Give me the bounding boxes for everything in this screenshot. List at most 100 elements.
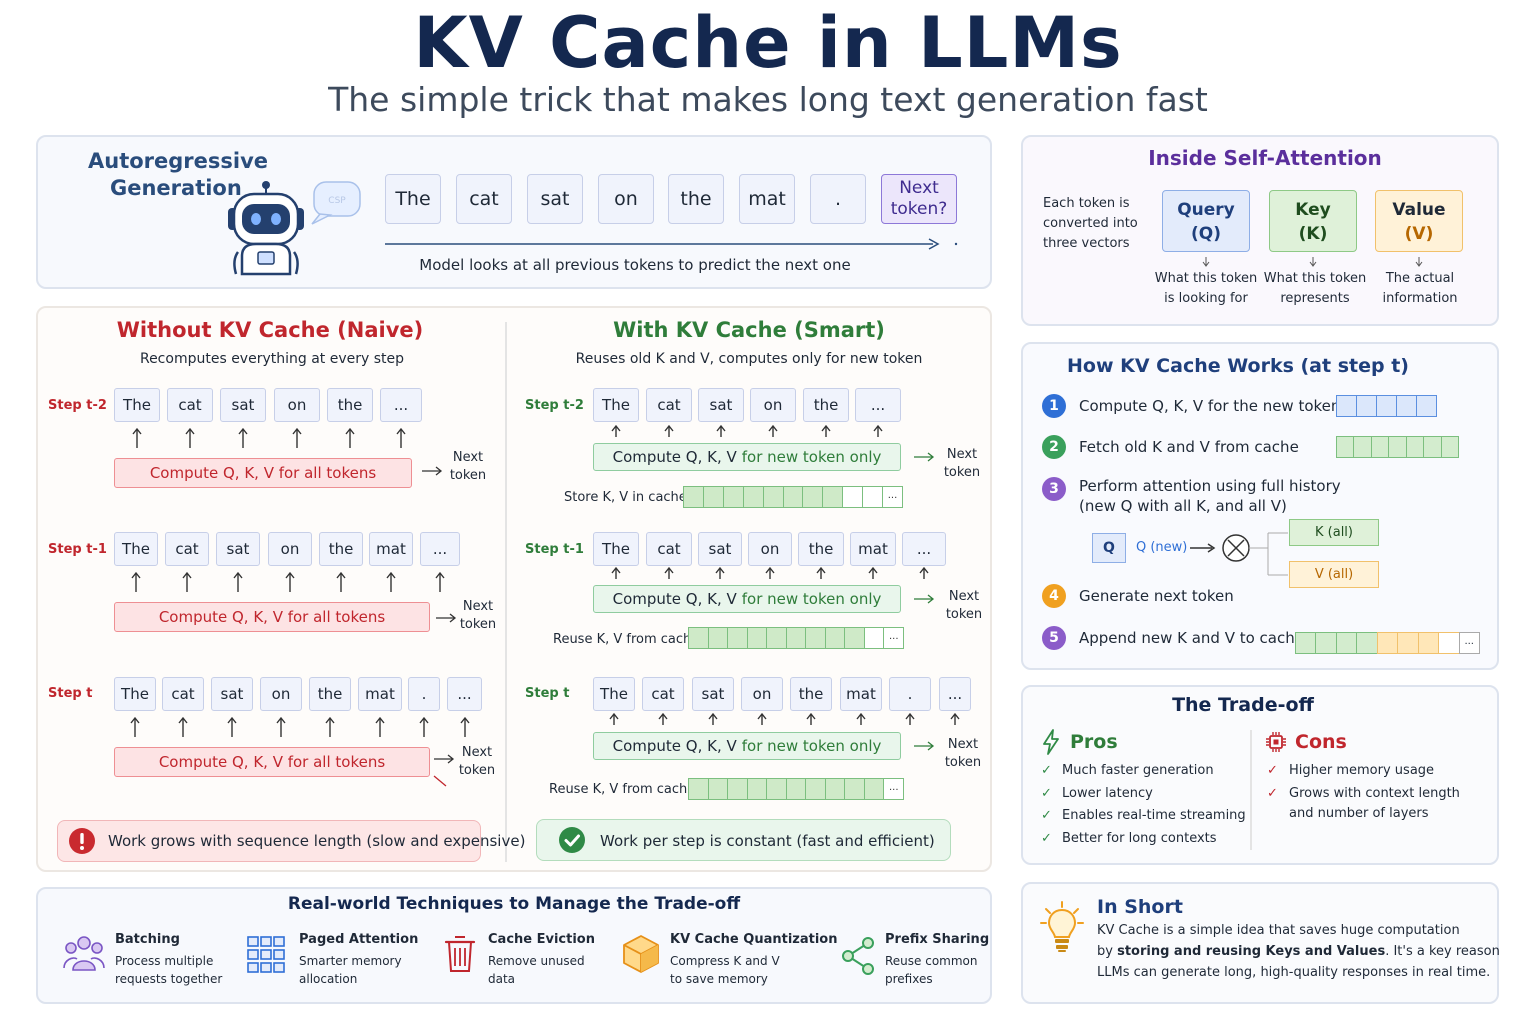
token-box: mat [358, 677, 402, 711]
v-all-box: V (all) [1289, 561, 1379, 588]
kv-cache-bar: ... [688, 627, 904, 649]
token-box: ... [902, 532, 946, 566]
token-box: The [114, 532, 158, 566]
step-number: 3 [1042, 477, 1066, 501]
con-item: and number of layers [1289, 806, 1429, 821]
up-arrow-icon [664, 425, 674, 437]
token-box: The [593, 388, 639, 422]
token-box: ... [939, 677, 971, 711]
cons-title: Cons [1295, 731, 1347, 753]
down-arrows [1202, 257, 1423, 267]
kv-cache-bar: ... [683, 486, 903, 508]
step-number: 2 [1042, 435, 1066, 459]
step-number: 4 [1042, 584, 1066, 608]
tradeoff-title: The Trade-off [1172, 694, 1314, 716]
autoregressive-heading: Autoregressive Generation [88, 149, 269, 200]
naive-compute-box: Compute Q, K, V for all tokens [114, 458, 412, 488]
token-box: cat [162, 677, 204, 711]
token-box: the [327, 388, 373, 422]
naive-title: Without KV Cache (Naive) [116, 318, 424, 342]
kv-cache-bar: ... [688, 778, 904, 800]
token-box: . [889, 677, 931, 711]
token-box: . [810, 174, 866, 224]
up-arrow-icon [950, 713, 960, 725]
timeline-arrow [385, 238, 958, 250]
up-arrow-icon [919, 567, 929, 579]
up-arrow-icon [345, 428, 355, 448]
up-arrow-icon [396, 428, 406, 448]
techniques-panel [36, 887, 992, 1004]
right-arrow-icon [914, 741, 935, 751]
page-title: KV Cache in LLMs [413, 2, 1123, 84]
step-label: Step t [525, 686, 570, 701]
key-vector-box: Key(K) [1269, 190, 1357, 252]
up-arrow-icon [768, 425, 778, 437]
smart-success-text: Work per step is constant (fast and effi… [600, 832, 935, 850]
token-box: sat [220, 388, 266, 422]
up-arrow-icon [276, 717, 286, 737]
token-box: ... [420, 532, 460, 566]
token-box: on [268, 532, 312, 566]
right-arrow-icon [422, 466, 443, 476]
right-arrow-icon [433, 754, 455, 787]
step-label: Step t-2 [48, 398, 107, 413]
token-box: cat [642, 677, 684, 711]
token-box: on [260, 677, 302, 711]
token-box: the [319, 532, 363, 566]
up-arrow-icon [873, 425, 883, 437]
up-arrow-icon [227, 717, 237, 737]
how-step-4: Generate next token [1079, 587, 1234, 605]
up-arrow-icon [856, 713, 866, 725]
con-item: Grows with context length [1289, 786, 1460, 801]
up-arrow-icon [905, 713, 915, 725]
up-arrow-icon [611, 567, 621, 579]
up-arrow-icon [821, 425, 831, 437]
token-box: The [114, 677, 156, 711]
smart-subtitle: Reuses old K and V, computes only for ne… [575, 351, 923, 367]
up-arrow-icon [611, 425, 621, 437]
technique-name: Paged Attention [299, 932, 419, 947]
step-label: Step t [48, 686, 93, 701]
up-arrow-icon [708, 713, 718, 725]
up-arrow-icon [765, 567, 775, 579]
token-box: ... [447, 677, 482, 711]
token-box: on [741, 677, 783, 711]
up-arrow-icon [375, 717, 385, 737]
up-arrow-icon [664, 567, 674, 579]
grid-icon [247, 936, 285, 973]
technique-name: Batching [115, 932, 180, 947]
token-box: ... [380, 388, 422, 422]
trash-icon [444, 936, 476, 972]
check-icon: ✓ [1267, 786, 1278, 801]
up-arrow-icon [325, 717, 335, 737]
cache-label: Store K, V in cache [564, 490, 687, 505]
token-box: sat [692, 677, 734, 711]
smart-success-box [536, 819, 951, 861]
pros-title: Pros [1070, 731, 1118, 753]
cube-icon [623, 935, 659, 973]
check-icon: ✓ [1267, 763, 1278, 778]
in-short-title: In Short [1097, 896, 1183, 918]
con-item: Higher memory usage [1289, 763, 1435, 778]
up-arrow-icon [336, 572, 346, 592]
attention-multiply-icon [1190, 532, 1288, 576]
step-label: Step t-2 [525, 398, 584, 413]
token-box: mat [840, 677, 882, 711]
naive-warning-box [57, 820, 481, 862]
token-box: the [803, 388, 849, 422]
how-step-5: Append new K and V to cache [1079, 629, 1304, 647]
k-all-box: K (all) [1289, 519, 1379, 546]
up-arrow-icon [238, 428, 248, 448]
up-arrow-icon [816, 567, 826, 579]
token-box: cat [646, 532, 692, 566]
token-box: the [798, 532, 844, 566]
column-divider [505, 322, 507, 862]
right-arrow-icon [436, 613, 457, 623]
how-step-2: Fetch old K and V from cache [1079, 438, 1299, 456]
up-arrow-icon [386, 572, 396, 592]
